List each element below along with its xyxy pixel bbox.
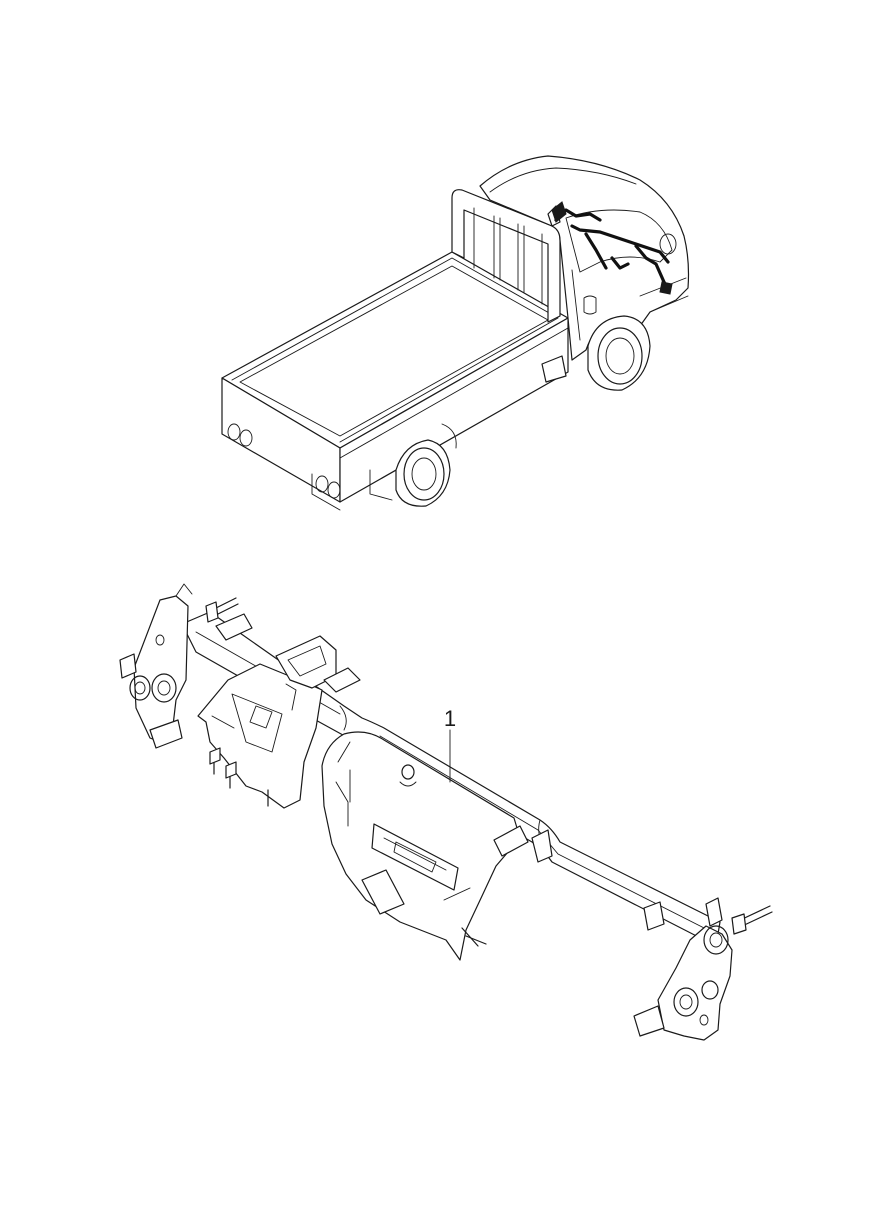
- wiring-harness: [551, 201, 673, 295]
- left-side-bracket: [119, 583, 239, 749]
- callout-number-1: 1: [444, 706, 456, 731]
- right-side-bracket: [633, 897, 773, 1041]
- step: [541, 355, 567, 383]
- rear-wheel: [395, 423, 457, 507]
- mounting-tab: [215, 613, 253, 641]
- cowl-crossmember-assembly: [119, 583, 773, 1041]
- wire-clip: [643, 901, 665, 931]
- center-console-bracket: [321, 731, 553, 961]
- cab: [479, 155, 690, 361]
- front-wheel: [587, 315, 651, 391]
- cargo-bed: [221, 251, 569, 511]
- steering-column-support: [197, 635, 361, 809]
- truck-illustration: [221, 155, 690, 511]
